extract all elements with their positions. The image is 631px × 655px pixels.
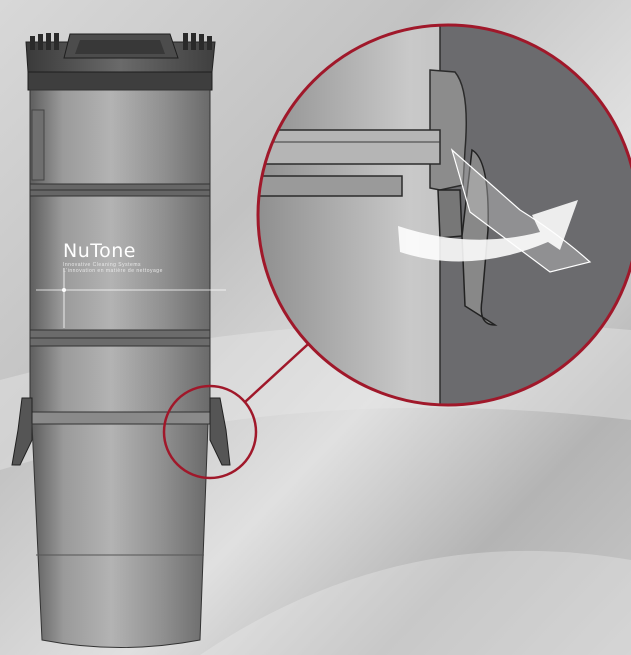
cap-ridges	[30, 33, 212, 50]
brand-label: NuTone Innovative Cleaning Systems L'inn…	[63, 240, 163, 274]
housing-rim	[258, 129, 441, 165]
brand-tagline-en: Innovative Cleaning Systems	[63, 262, 141, 268]
left-latch	[11, 397, 33, 466]
lower-housing	[29, 345, 211, 417]
dirt-canister	[31, 423, 209, 648]
latch-closed	[437, 189, 463, 239]
callout-zoom-circle	[256, 23, 631, 407]
background-streak	[200, 550, 631, 655]
vacuum-unit	[11, 33, 231, 648]
middle-housing	[29, 195, 211, 337]
callout-small-circle	[162, 384, 258, 480]
zoom-detail	[258, 25, 631, 405]
right-latch	[209, 397, 231, 466]
rotation-arrow	[398, 200, 578, 262]
wall	[440, 25, 631, 405]
brand-name: NuTone	[63, 240, 136, 262]
brand-tagline-fr: L'innovation en matière de nettoyage	[63, 268, 163, 274]
motor-housing	[29, 89, 211, 191]
callout-leader-line	[244, 334, 319, 403]
latch-band	[27, 411, 213, 425]
